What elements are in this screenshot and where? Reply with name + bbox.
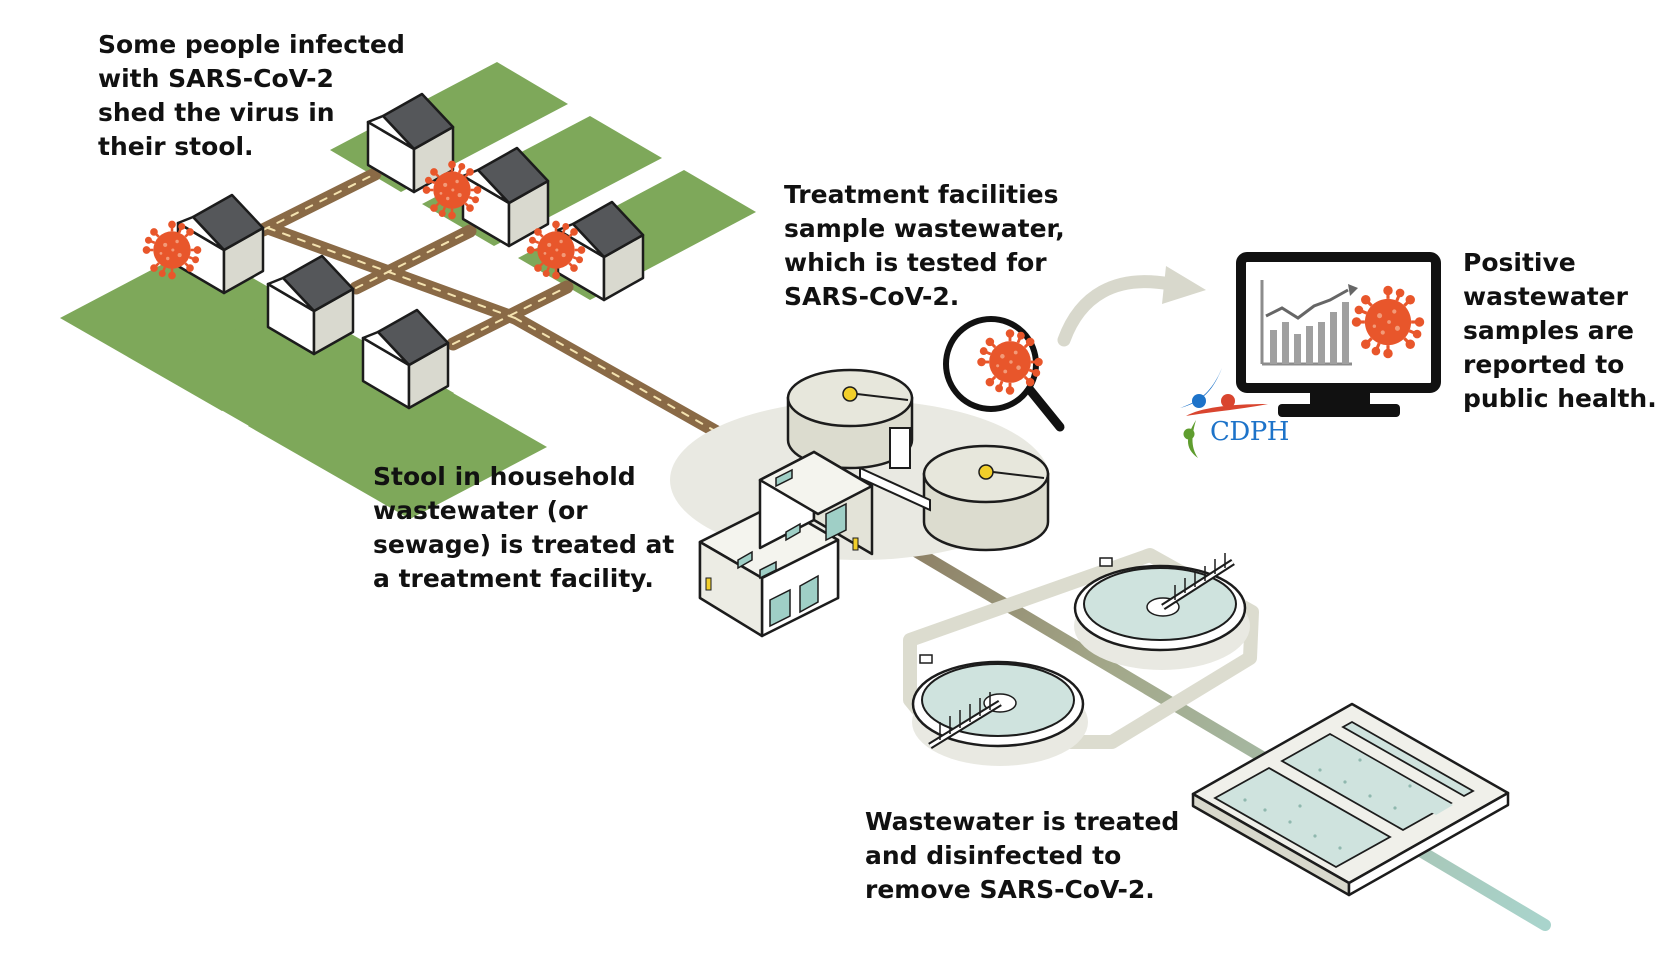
virus-icon xyxy=(526,220,586,280)
caption-line: and disinfected to xyxy=(865,841,1122,870)
caption-line: shed the virus in xyxy=(98,98,335,127)
caption-line: reported to xyxy=(1463,350,1625,379)
caption-line: Wastewater is treated xyxy=(865,807,1180,836)
caption-line: sewage) is treated at xyxy=(373,530,675,559)
cdph-logo-text: CDPH xyxy=(1210,417,1289,447)
virus-icon xyxy=(422,160,482,220)
treatment-facility xyxy=(670,368,1050,638)
caption-infected: Some people infected with SARS-CoV-2 she… xyxy=(98,28,405,164)
clarifier-small xyxy=(911,654,1088,766)
caption-line: Treatment facilities xyxy=(784,180,1059,209)
caption-disinfect: Wastewater is treated and disinfected to… xyxy=(865,805,1179,907)
caption-line: Positive xyxy=(1463,248,1576,277)
caption-reported: Positive wastewater samples are reported… xyxy=(1463,246,1656,416)
trend-arrow-icon xyxy=(1057,266,1206,347)
cdph-wordmark: CDPH xyxy=(1210,417,1289,447)
caption-line: wastewater xyxy=(1463,282,1628,311)
virus-icon xyxy=(1351,285,1425,359)
caption-line: with SARS-CoV-2 xyxy=(98,64,334,93)
caption-line: Stool in household xyxy=(373,462,636,491)
clarifier-large xyxy=(1073,553,1250,670)
caption-line: samples are xyxy=(1463,316,1634,345)
caption-line: their stool. xyxy=(98,132,254,161)
monitor-icon xyxy=(1236,252,1441,417)
magnifier-icon xyxy=(943,316,1065,432)
caption-line: a treatment facility. xyxy=(373,564,654,593)
caption-sample: Treatment facilities sample wastewater, … xyxy=(784,178,1065,314)
outflow-pipe xyxy=(874,524,1551,931)
caption-line: remove SARS-CoV-2. xyxy=(865,875,1155,904)
caption-line: Some people infected xyxy=(98,30,405,59)
caption-stool: Stool in household wastewater (or sewage… xyxy=(373,460,674,596)
caption-line: wastewater (or xyxy=(373,496,588,525)
virus-icon xyxy=(142,220,202,280)
caption-line: sample wastewater, xyxy=(784,214,1065,243)
caption-line: which is tested for xyxy=(784,248,1047,277)
cdph-logo xyxy=(1180,368,1268,458)
monitor-chart xyxy=(1260,280,1358,366)
caption-line: public health. xyxy=(1463,384,1656,413)
virus-icon xyxy=(977,329,1043,395)
disinfection-basin xyxy=(1191,702,1510,897)
caption-line: SARS-CoV-2. xyxy=(784,282,960,311)
